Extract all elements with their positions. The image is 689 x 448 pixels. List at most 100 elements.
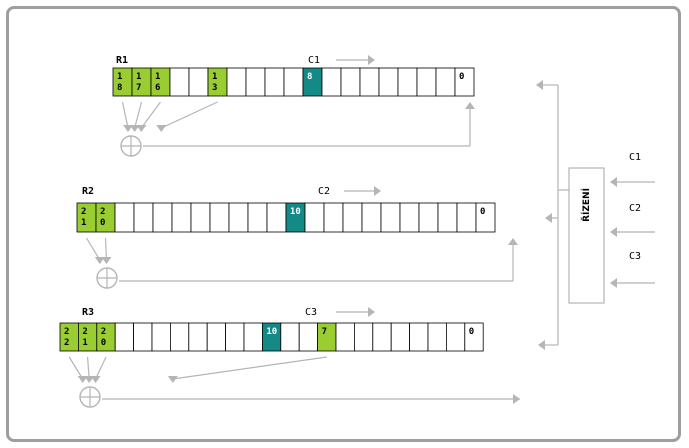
register-cell (283, 67, 304, 97)
control-box (568, 167, 605, 304)
cell-index-digit: 6 (155, 83, 160, 93)
tap-line (134, 101, 143, 129)
register-cell (380, 202, 401, 233)
feedback-arrowhead (465, 102, 475, 109)
clock-label: C3 (305, 307, 317, 318)
tap-arrowhead (84, 376, 95, 383)
register-cell (340, 67, 361, 97)
register-cell (264, 67, 285, 97)
cell-index-digit: 1 (136, 72, 141, 82)
register-cell (228, 202, 249, 233)
cell-index-digit: 1 (155, 72, 160, 82)
cell-index: 0 (480, 207, 485, 217)
feedback-arrowhead (508, 238, 518, 245)
cell-index: 8 (307, 72, 312, 82)
cell-index-digit: 1 (82, 338, 87, 348)
register-cell (454, 67, 475, 97)
tap-arrowhead (136, 125, 147, 132)
tap-line (95, 356, 107, 380)
cell-index: 10 (290, 207, 301, 217)
register-cell (321, 67, 342, 97)
register-cell (207, 67, 228, 97)
register-cell (323, 202, 344, 233)
control-input-label: C2 (629, 203, 641, 214)
cell-index-digit: 2 (64, 327, 69, 337)
tap-line (121, 101, 129, 129)
register-cell (95, 202, 116, 233)
register-cell (169, 67, 190, 97)
register-cell (76, 202, 97, 233)
register-cell (247, 202, 268, 233)
register-cell (361, 202, 382, 233)
register-cell (171, 202, 192, 233)
tap-line (85, 237, 101, 261)
cell-index-digit: 0 (100, 218, 105, 228)
register-cell (243, 322, 263, 352)
cell-index-digit: 3 (212, 83, 217, 93)
register-cell (342, 202, 363, 233)
tap-arrowhead (123, 125, 134, 132)
control-to-r3-arrowhead (538, 340, 545, 350)
register-cell (131, 67, 152, 97)
tap-line (87, 356, 90, 380)
register-cell (188, 67, 209, 97)
register-cell (112, 67, 133, 97)
cell-index-digit: 2 (101, 327, 106, 337)
register-cell (372, 322, 392, 352)
control-input-arrowhead (610, 278, 617, 288)
cell-index: 10 (266, 327, 277, 337)
cell-index-digit: 1 (81, 218, 86, 228)
register-cell (475, 202, 496, 233)
register-cell (209, 202, 230, 233)
clock-direction-arrowhead (368, 55, 375, 65)
register-label: R3 (82, 307, 94, 318)
register-cell (427, 322, 447, 352)
tap-arrowhead (77, 376, 88, 383)
tap-line (104, 237, 108, 261)
clock-label: C1 (308, 55, 320, 66)
register-cell (114, 322, 134, 352)
register-cell (437, 202, 458, 233)
cell-index-digit: 8 (117, 83, 122, 93)
clock-label: C2 (318, 186, 330, 197)
register-cell (151, 322, 171, 352)
register-label: R2 (82, 186, 94, 197)
register-cell (359, 67, 380, 97)
tap-arrowhead (129, 125, 140, 132)
cell-index-digit: 7 (136, 83, 141, 93)
control-to-r2-arrowhead (545, 213, 552, 223)
control-input-arrowhead (610, 227, 617, 237)
cell-index-digit: 2 (81, 207, 86, 217)
cell-index-digit: 2 (82, 327, 87, 337)
register-cell (418, 202, 439, 233)
register-cell (397, 67, 418, 97)
register-cell (114, 202, 135, 233)
register-cell (456, 202, 477, 233)
register-cell (304, 202, 325, 233)
register-cell (190, 202, 211, 233)
register-cell (435, 67, 456, 97)
register-cell (353, 322, 374, 352)
cell-index: 0 (459, 72, 464, 82)
register-cell (302, 67, 323, 97)
tap-line (172, 356, 327, 380)
register-cell (390, 322, 411, 352)
register-cell (409, 322, 429, 352)
cell-index-digit: 2 (64, 338, 69, 348)
register-cell (280, 322, 300, 352)
register-cell (150, 67, 171, 97)
register-cell (226, 67, 247, 97)
cell-index: 7 (322, 327, 327, 337)
tap-arrowhead (156, 125, 167, 132)
register-cell (298, 322, 319, 352)
cell-index-digit: 1 (212, 72, 217, 82)
tap-arrowhead (101, 257, 112, 264)
register-cell (133, 322, 153, 352)
register-cell (206, 322, 226, 352)
control-label: ŘÍZENÍ (580, 187, 592, 221)
